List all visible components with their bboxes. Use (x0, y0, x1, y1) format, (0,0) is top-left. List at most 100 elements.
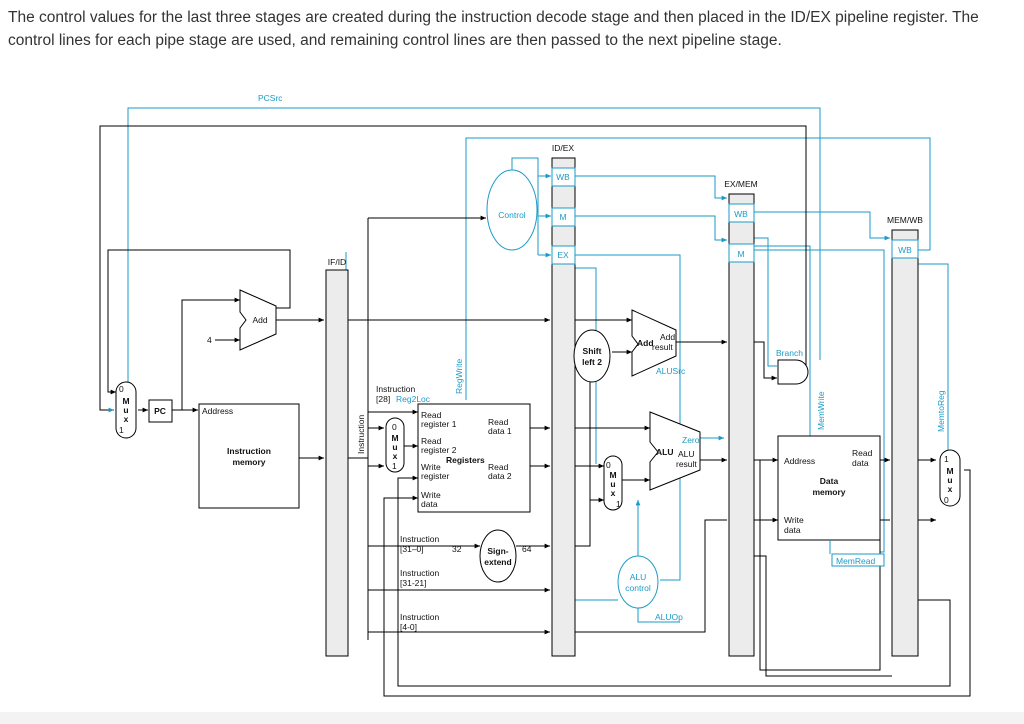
alusrc-mux-m: M (609, 470, 616, 480)
mem-wb-wb-label: WB (898, 245, 912, 255)
shift-left-2-unit (573, 329, 611, 383)
write-data-a: Write (421, 490, 441, 500)
pc-mux-m: M (122, 396, 129, 406)
instruction-31-0-a: Instruction (400, 534, 439, 544)
read-data-2-a: Read (488, 462, 509, 472)
control-unit (486, 169, 538, 251)
control-label: Control (498, 210, 526, 220)
pcsrc-label: PCSrc (258, 93, 283, 103)
width-64-label: 64 (522, 544, 532, 554)
data-memory (777, 435, 881, 541)
datapath-wires (99, 125, 971, 697)
memread-label: MemRead (836, 556, 875, 566)
dmem-read-data-b: data (852, 458, 869, 468)
registers-label: Registers (446, 455, 485, 465)
constant-four: 4 (207, 335, 212, 345)
read-register-1-b: register 1 (421, 419, 457, 429)
pc-mux-x: x (124, 414, 129, 424)
reg2loc-mux-u: u (392, 442, 397, 452)
zero-label: Zero (682, 435, 700, 445)
instruction-28-label-2: [28] (376, 394, 390, 404)
ex-mem-register (728, 193, 755, 657)
write-data-b: data (421, 499, 438, 509)
alu-control-b: control (625, 583, 651, 593)
sign-extend-unit (479, 529, 517, 583)
pc-register (148, 399, 173, 423)
pc-mux-0: 0 (119, 384, 124, 394)
pc-mux-u: u (123, 405, 128, 415)
shift-left-2-b: left 2 (582, 357, 602, 367)
alu (649, 411, 701, 491)
instruction-4-0-b: [4-0] (400, 622, 417, 632)
pc-mux (115, 381, 137, 439)
read-data-2-b: data 2 (488, 471, 512, 481)
instruction-4-0-a: Instruction (400, 612, 439, 622)
memtoreg-mux-u: u (947, 475, 952, 485)
reg2loc-mux-m: M (391, 433, 398, 443)
reg2loc-mux-x: x (393, 451, 398, 461)
id-ex-register (551, 157, 576, 657)
pc-label: PC (154, 406, 166, 416)
pc-adder (239, 289, 277, 351)
alu-result-a: ALU (678, 449, 695, 459)
id-ex-m-field (551, 207, 576, 227)
dmem-write-data-a: Write (784, 515, 804, 525)
alusrc-mux (603, 455, 623, 511)
imem-label-1: Instruction (227, 446, 271, 456)
sign-extend-a: Sign- (487, 546, 508, 556)
id-ex-ex-field (551, 245, 576, 265)
ex-mem-wb-label: WB (734, 209, 748, 219)
branch-label: Branch (776, 348, 803, 358)
dmem-address-label: Address (784, 456, 815, 466)
instruction-31-21-a: Instruction (400, 568, 439, 578)
instruction-memory (198, 403, 300, 509)
alusrc-mux-u: u (610, 479, 615, 489)
reg2loc-mux (385, 417, 405, 473)
dmem-label-b: memory (812, 487, 845, 497)
branch-adder-label: Add (637, 338, 654, 348)
ex-mem-wb-field (728, 203, 755, 223)
id-ex-wb-label: WB (556, 172, 570, 182)
imem-label-2: memory (232, 457, 265, 467)
register-file (417, 403, 531, 513)
read-register-2-a: Read (421, 436, 442, 446)
write-register-a: Write (421, 462, 441, 472)
if-id-register (325, 269, 349, 657)
dmem-label-a: Data (820, 476, 839, 486)
branch-and-gate (777, 359, 809, 385)
dmem-read-data-a: Read (852, 448, 873, 458)
regwrite-label: RegWrite (454, 358, 464, 394)
memwrite-label: MemWrite (816, 391, 826, 430)
memtoreg-mux-x: x (948, 484, 953, 494)
add-result-b: result (652, 342, 673, 352)
memtoreg-mux-0: 0 (944, 495, 949, 505)
read-data-1-b: data 1 (488, 426, 512, 436)
mem-wb-wb-field (891, 239, 919, 259)
id-ex-label: ID/EX (552, 143, 575, 153)
instruction-28-label-1: Instruction (376, 384, 415, 394)
figure-caption: The control values for the last three st… (8, 9, 979, 49)
write-register-b: register (421, 471, 450, 481)
memread-box (831, 553, 885, 567)
memtoreg-mux-1: 1 (944, 454, 949, 464)
read-data-1-a: Read (488, 417, 509, 427)
ex-mem-m-field (728, 243, 755, 263)
branch-adder (631, 309, 677, 377)
add-result-a: Add (660, 332, 675, 342)
id-ex-wb-field (551, 167, 576, 187)
id-ex-m-label: M (559, 212, 566, 222)
shift-left-2-a: Shift (583, 346, 602, 356)
alu-label: ALU (656, 447, 673, 457)
alusrc-mux-0: 0 (606, 460, 611, 470)
instruction-31-0-b: [31–0] (400, 544, 424, 554)
sign-extend-b: extend (484, 557, 511, 567)
width-32-label: 32 (452, 544, 462, 554)
aluop-label: ALUOp (655, 612, 683, 622)
alusrc-label: ALUSrc (656, 366, 686, 376)
bottom-rule (0, 712, 1024, 724)
alusrc-mux-1: 1 (616, 499, 621, 509)
reg2loc-mux-0: 0 (392, 422, 397, 432)
dmem-write-data-b: data (784, 525, 801, 535)
pc-mux-1: 1 (119, 425, 124, 435)
